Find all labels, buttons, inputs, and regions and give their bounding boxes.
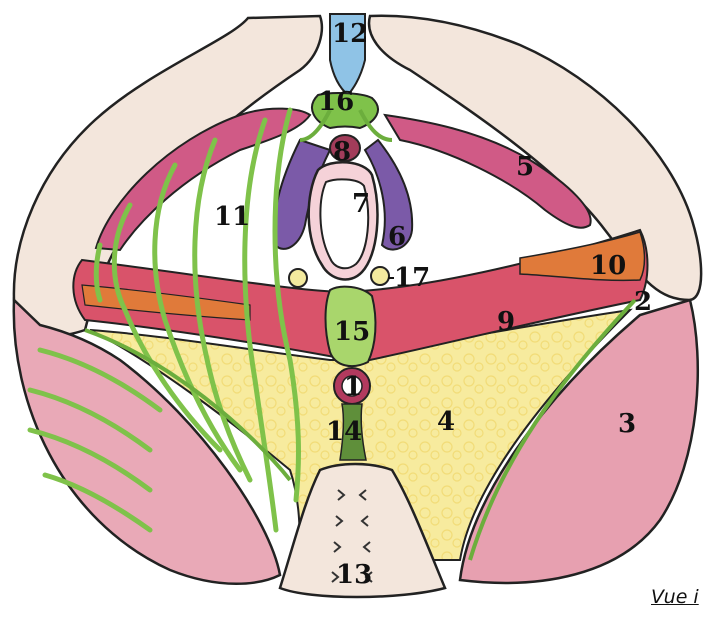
label-16: 16 <box>318 87 354 117</box>
label-12: 12 <box>332 19 368 49</box>
label-15: 15 <box>334 317 370 347</box>
view-caption: Vue i <box>651 586 699 608</box>
label-7: 7 <box>352 189 370 219</box>
label-17: 17 <box>394 263 430 293</box>
label-14: 14 <box>326 417 362 447</box>
label-8: 8 <box>333 137 351 167</box>
label-6: 6 <box>388 222 406 252</box>
label-5: 5 <box>516 152 534 182</box>
label-3: 3 <box>618 409 636 439</box>
label-2: 2 <box>634 287 652 317</box>
label-10: 10 <box>590 251 626 281</box>
label-13: 13 <box>336 560 372 590</box>
label-4: 4 <box>437 407 455 437</box>
label-1: 1 <box>344 372 362 402</box>
label-11: 11 <box>214 202 250 232</box>
vestibular-gland-left <box>289 269 307 287</box>
label-9: 9 <box>497 307 515 337</box>
vestibular-gland-right <box>371 267 389 285</box>
